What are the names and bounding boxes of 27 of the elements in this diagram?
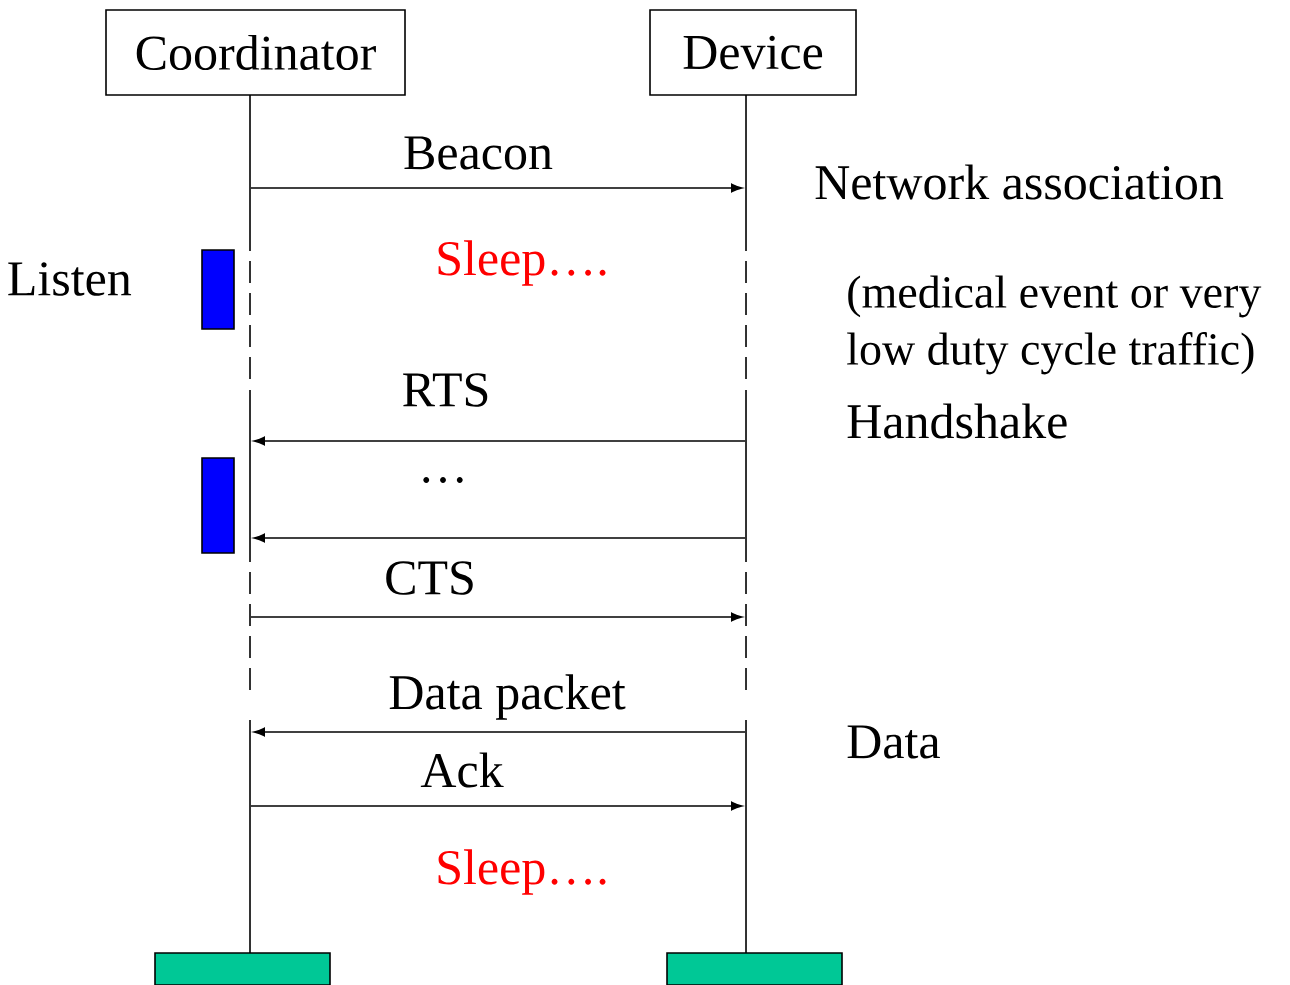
message-label: RTS <box>400 372 492 408</box>
annotation-text: (medical event or very low duty cycle traffic) <box>847 275 1262 375</box>
message-arrow <box>250 612 743 622</box>
annotation-text: … <box>423 477 463 483</box>
lifeline <box>745 94 747 954</box>
message-label: CTS <box>383 560 477 596</box>
listen-block <box>201 457 235 554</box>
annotation-text: Handshake <box>847 403 1067 439</box>
message-arrow <box>250 801 743 811</box>
message-arrow <box>253 436 746 446</box>
message-arrow <box>253 727 746 737</box>
message-label: Ack <box>419 751 505 789</box>
message-arrow <box>253 533 746 543</box>
participant-box: Coordinator <box>105 9 406 96</box>
participant-box: Device <box>649 9 857 96</box>
lifeline <box>249 94 251 954</box>
listen-block <box>201 249 235 330</box>
side-label: Listen <box>8 262 132 296</box>
sleep-label: Sleep…. <box>438 849 606 895</box>
annotation-text: Network association <box>815 164 1224 200</box>
lifeline-end-bar <box>666 952 843 985</box>
message-arrow <box>250 183 743 193</box>
lifeline-end-bar <box>154 952 331 985</box>
message-label: Beacon <box>402 135 554 171</box>
sleep-label: Sleep…. <box>438 240 606 286</box>
message-label: Data packet <box>387 673 627 721</box>
annotation-text: Data <box>847 725 940 759</box>
